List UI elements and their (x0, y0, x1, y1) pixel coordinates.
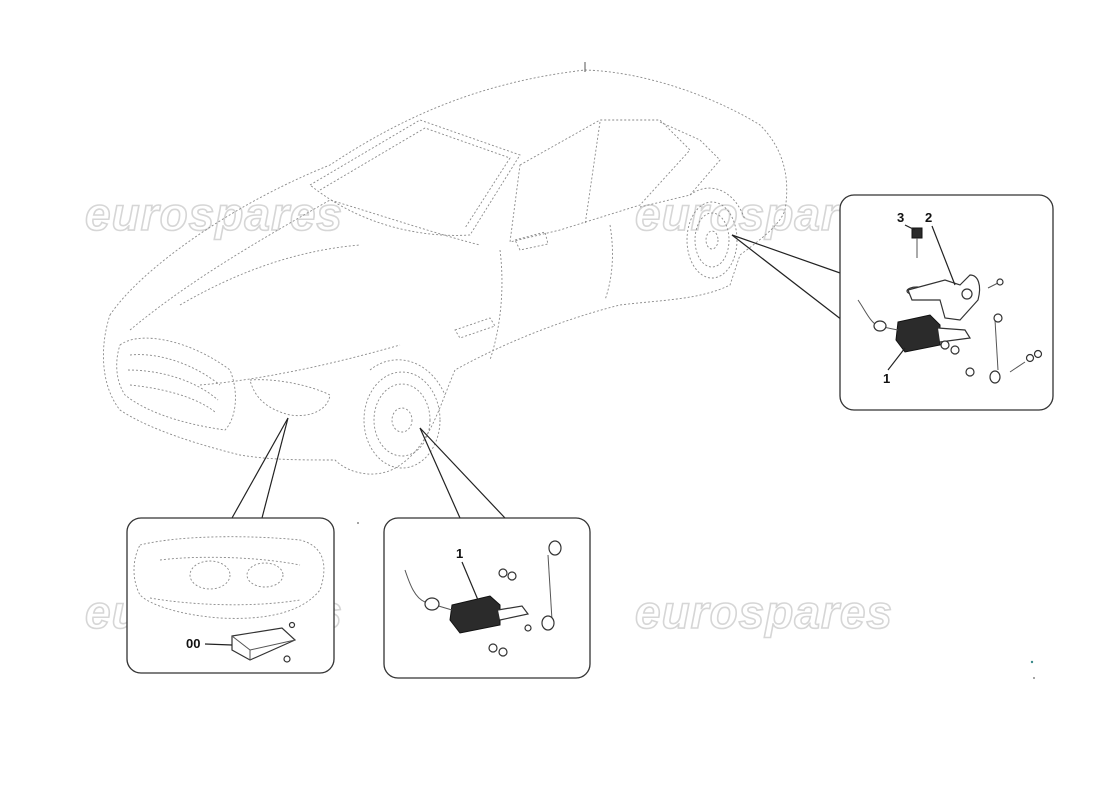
rear-sensor-inset: 3 2 1 (839, 194, 1054, 411)
speck-mark (357, 522, 359, 524)
callout-sensor-front: 1 (456, 546, 463, 561)
control-unit-icon (231, 621, 297, 663)
callout-control-unit: 00 (186, 636, 200, 651)
leader-lines (231, 234, 861, 519)
watermark-top-left: eurospares (85, 188, 343, 240)
callout-sensor-rear: 1 (883, 371, 890, 386)
speck-mark (1030, 660, 1034, 664)
headlight-icon (133, 536, 325, 619)
headlight-inset: 00 (126, 517, 335, 674)
watermark-bottom-right: eurospares (635, 586, 893, 638)
callout-bolt-rear: 3 (897, 210, 904, 225)
level-sensor-icon (857, 299, 972, 353)
front-sensor-inset: 1 (383, 517, 591, 679)
inset-frame-headlight (126, 517, 335, 674)
bracket-icon (907, 274, 981, 321)
car-outline-icon (103, 62, 788, 475)
level-sensor-icon (404, 569, 530, 634)
speck-mark (1033, 677, 1035, 679)
callout-bracket-rear: 2 (925, 210, 932, 225)
